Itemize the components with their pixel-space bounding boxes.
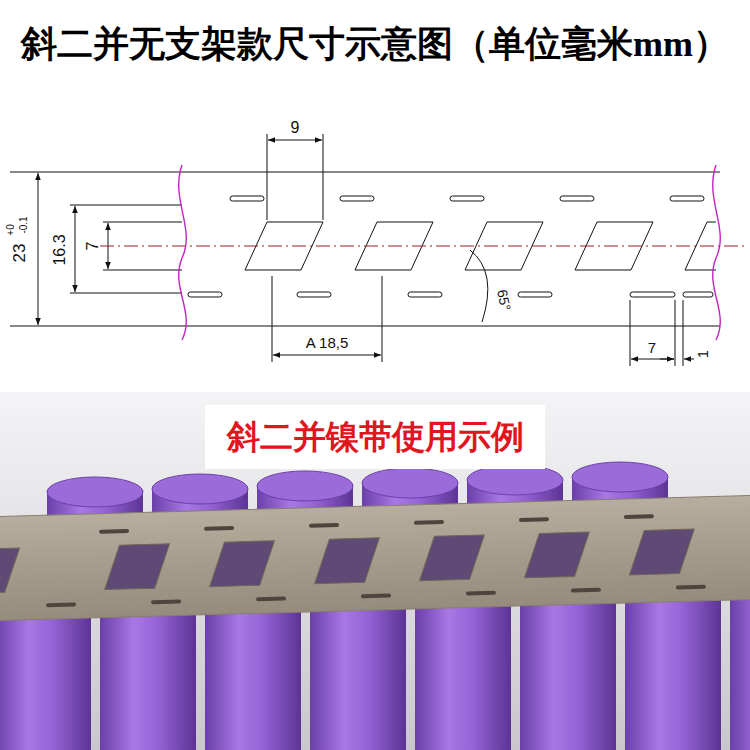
battery-top [362,468,458,498]
dimension-label: 1 [696,350,710,358]
dimension-label: A 18,5 [306,335,349,350]
chart-title: 斜二并无支架款尺寸示意图（单位毫米mm） [21,26,729,62]
strip-body [0,495,750,621]
rhombus-hole [628,529,695,575]
slot [361,594,391,599]
extension-line [683,300,684,366]
slot [518,292,552,297]
extension-line [267,134,268,220]
slot [151,599,181,604]
extension-line [272,276,273,362]
extension-line [103,222,182,223]
slot [683,292,713,297]
slot [204,526,234,531]
rhombus-hole [313,538,380,584]
dimension-line [268,140,322,141]
battery [415,590,511,750]
battery [730,590,750,750]
extension-line [70,293,182,294]
strip-holes [0,529,695,593]
dimension-line [38,173,39,325]
slot [571,588,601,593]
dimension-label: 7 [85,242,101,251]
caption-text: 斜二并镍带使用示例 [205,419,545,455]
rhombus-hole [418,535,485,581]
dimension-label: 9 [291,120,300,136]
dimension-label: 16.3 [52,234,68,265]
angle-arc [470,250,488,322]
slot [309,523,339,528]
strip-slots [44,513,706,607]
slot [630,292,675,297]
slot [560,196,594,201]
slot [519,517,549,522]
slot [188,292,222,297]
slot [340,196,374,201]
rhombus-hole [0,548,21,593]
slot [99,529,129,534]
battery [520,590,616,750]
battery-top [257,471,353,501]
dimension-label: 23 [11,244,28,263]
dimension-line [273,355,381,356]
rhombus-hole [103,544,170,590]
dimension-line [660,359,674,360]
slot [297,292,331,297]
usage-photo [0,392,750,750]
battery [625,590,721,750]
slot [256,596,286,601]
battery-top [47,477,143,507]
extension-line [630,300,631,366]
slot [46,602,76,607]
dimension-label: 65° [495,288,513,312]
dimension-line [684,359,694,360]
break-line [179,165,187,340]
dimension-line [631,359,674,360]
slot [450,196,484,201]
slot [624,514,654,519]
slot [408,292,442,297]
slot [414,520,444,525]
slot [230,196,264,201]
battery [310,590,406,750]
slot [676,585,706,590]
center-line [100,246,748,247]
strip-edge [10,326,720,327]
slot [466,591,496,596]
example-caption-box: 斜二并镍带使用示例 [205,405,545,469]
nickel-strip [0,495,750,621]
battery-top [152,474,248,504]
battery-top [467,465,563,495]
break-line [713,165,721,340]
extension-line [70,205,182,206]
rhombus-hole [523,532,590,578]
battery-top [572,462,668,492]
dimension-line [75,206,76,292]
extension-line [103,270,182,271]
strip-drawing [10,134,720,366]
rhombus-hole [208,541,275,587]
dimension-label: -0.1 [19,216,29,233]
extension-line [382,276,383,362]
strip-edge [10,172,720,173]
extension-line [323,134,324,220]
extension-line [675,300,676,366]
slot [670,196,704,201]
dimension-label: +0 [6,224,16,235]
dimension-label: 7 [648,340,656,355]
